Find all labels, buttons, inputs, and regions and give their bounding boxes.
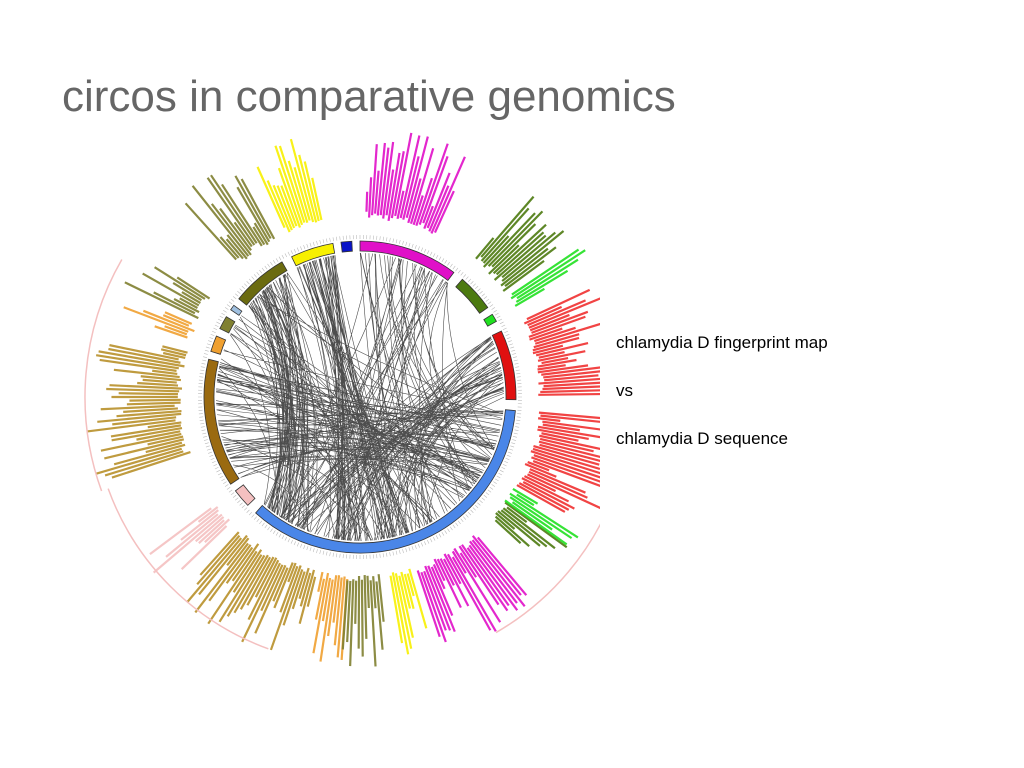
ideogram-segment xyxy=(234,484,256,506)
ideogram-segments xyxy=(203,240,517,554)
histogram-track xyxy=(475,195,565,292)
histogram-track xyxy=(256,138,323,233)
ideogram-segment xyxy=(238,261,288,306)
histogram-track xyxy=(504,487,579,546)
histogram-track xyxy=(494,501,568,550)
ideogram-segment xyxy=(359,240,455,281)
histogram-track xyxy=(389,568,428,655)
ideogram-segment xyxy=(210,335,227,355)
histogram-track xyxy=(186,531,317,651)
histogram-track xyxy=(341,574,385,667)
link-bundle xyxy=(215,252,505,542)
ideogram-segment xyxy=(219,316,236,334)
outer-arc xyxy=(84,259,123,492)
histogram-track xyxy=(516,411,600,513)
histogram-track xyxy=(510,248,586,307)
link-ribbons xyxy=(215,252,505,542)
histogram-track xyxy=(365,132,466,234)
ideogram-segment xyxy=(491,330,517,401)
caption-sequence: chlamydia D sequence xyxy=(616,429,788,448)
slide-title: circos in comparative genomics xyxy=(62,72,676,121)
ideogram-segment xyxy=(203,358,240,485)
histogram-tracks xyxy=(84,132,600,667)
tick-ring xyxy=(198,235,522,559)
histogram-track xyxy=(149,506,231,574)
outer-arc xyxy=(107,488,269,650)
outer-arc xyxy=(495,523,600,634)
ideogram-segment xyxy=(230,304,243,316)
ideogram-segment xyxy=(483,313,497,327)
histogram-track xyxy=(416,535,528,643)
histogram-track xyxy=(523,288,600,396)
tick-marks xyxy=(198,235,522,559)
histogram-track xyxy=(184,174,276,261)
histogram-track xyxy=(87,344,191,479)
ideogram-segment xyxy=(455,278,489,314)
histogram-track xyxy=(123,306,195,339)
circos-diagram xyxy=(84,132,600,667)
caption-fingerprint-map: chlamydia D fingerprint map xyxy=(616,333,828,352)
ideogram-segment xyxy=(255,409,516,554)
histogram-track xyxy=(124,266,211,320)
ideogram-segment xyxy=(340,240,353,253)
caption-vs: vs xyxy=(616,381,633,400)
ideogram-segment xyxy=(291,242,336,267)
